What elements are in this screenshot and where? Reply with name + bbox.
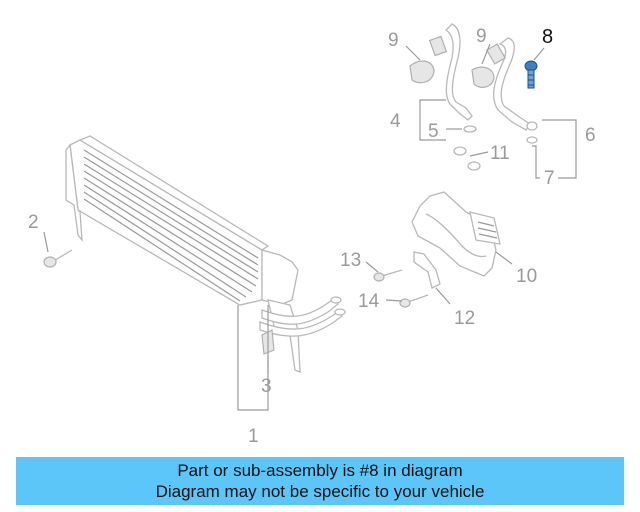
callout-2: 2 bbox=[28, 212, 39, 233]
bolt-part-8-highlighted bbox=[524, 60, 538, 89]
bolt-part-2 bbox=[43, 249, 73, 268]
bolt-part-13 bbox=[373, 269, 403, 282]
callout-1: 1 bbox=[248, 426, 259, 447]
bolt-part-14 bbox=[399, 294, 429, 308]
callout-5: 5 bbox=[428, 121, 439, 142]
callout-11: 11 bbox=[490, 143, 510, 164]
leader-lines bbox=[43, 43, 577, 411]
oil-cooler-adapter-part-10 bbox=[411, 191, 501, 277]
callout-7: 7 bbox=[544, 168, 555, 189]
parts-diagram: 1 2 3 4 5 6 7 8 9 9 10 11 12 13 14 bbox=[28, 23, 596, 447]
info-banner: Part or sub-assembly is #8 in diagram Di… bbox=[16, 457, 624, 505]
callout-4: 4 bbox=[390, 111, 401, 132]
bracket-part-12 bbox=[413, 251, 441, 289]
callout-6: 6 bbox=[585, 125, 596, 146]
oil-cooler-hoses bbox=[409, 23, 538, 171]
callout-9-left: 9 bbox=[388, 30, 399, 51]
callout-10: 10 bbox=[516, 266, 537, 287]
callout-8-active: 8 bbox=[542, 26, 553, 48]
callout-3: 3 bbox=[261, 376, 272, 397]
banner-line-part-number: Part or sub-assembly is #8 in diagram bbox=[177, 461, 463, 480]
callout-9-right: 9 bbox=[476, 26, 487, 47]
callout-13: 13 bbox=[340, 250, 361, 271]
callout-14: 14 bbox=[358, 291, 380, 312]
callout-12: 12 bbox=[454, 308, 475, 329]
oil-cooler-radiator bbox=[65, 135, 346, 373]
banner-line-disclaimer: Diagram may not be specific to your vehi… bbox=[155, 482, 485, 501]
